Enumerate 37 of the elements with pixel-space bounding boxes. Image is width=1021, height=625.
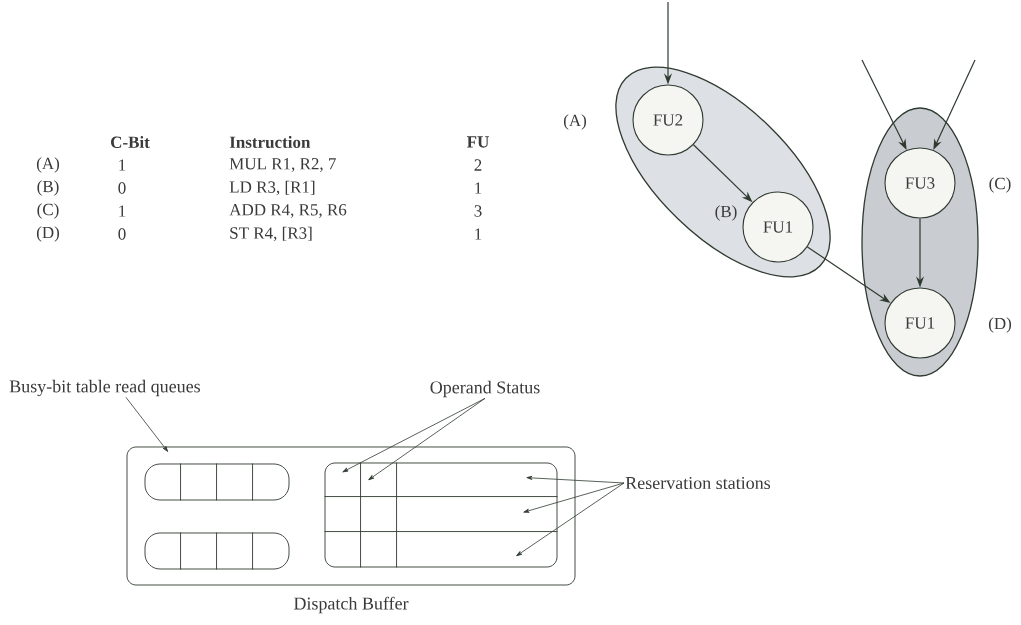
annotation-text: Reservation stations bbox=[625, 476, 771, 490]
table-cell: (B) bbox=[37, 180, 59, 196]
table-cell: ST R4, [R3] bbox=[230, 226, 312, 242]
queue-bar bbox=[144, 532, 290, 570]
node-label: (B) bbox=[715, 205, 737, 221]
table-cell: 2 bbox=[474, 159, 482, 171]
table-cell: 1 bbox=[119, 205, 126, 217]
table-cell: 0 bbox=[118, 228, 126, 240]
leader-line bbox=[526, 475, 625, 484]
node-label: (A) bbox=[563, 114, 587, 130]
leader-line bbox=[342, 397, 486, 473]
reservation-table bbox=[324, 462, 558, 568]
leader-line bbox=[523, 482, 625, 513]
leader-line bbox=[368, 397, 486, 481]
column-header: Instruction bbox=[229, 136, 311, 148]
column-header: C-Bit bbox=[111, 136, 150, 148]
table-cell: 3 bbox=[474, 205, 482, 217]
annotation-text: Busy-bit table read queues bbox=[9, 379, 200, 397]
table-cell: ADD R4, R5, R6 bbox=[229, 204, 347, 218]
annotation-text: Operand Status bbox=[430, 380, 540, 398]
node-label: (C) bbox=[989, 177, 1011, 193]
table-cell: 1 bbox=[119, 159, 126, 171]
table-cell: 1 bbox=[475, 182, 482, 194]
table-cell: 1 bbox=[475, 228, 482, 240]
buffer-box: Dispatch Buffer bbox=[126, 446, 576, 614]
node-label: Dispatch Buffer bbox=[293, 596, 409, 614]
table-cell: (A) bbox=[36, 157, 60, 173]
leader-line bbox=[125, 397, 169, 452]
table-cell: (C) bbox=[37, 203, 59, 219]
table-cell: MUL R1, R2, 7 bbox=[229, 158, 336, 172]
node-label: (D) bbox=[988, 317, 1012, 333]
table-cell: (D) bbox=[36, 226, 60, 242]
leader-line bbox=[516, 482, 625, 557]
column-header: FU bbox=[466, 136, 489, 148]
table-cell: 0 bbox=[118, 182, 126, 194]
queue-bar bbox=[144, 463, 290, 501]
table-cell: LD R3, [R1] bbox=[229, 180, 315, 196]
